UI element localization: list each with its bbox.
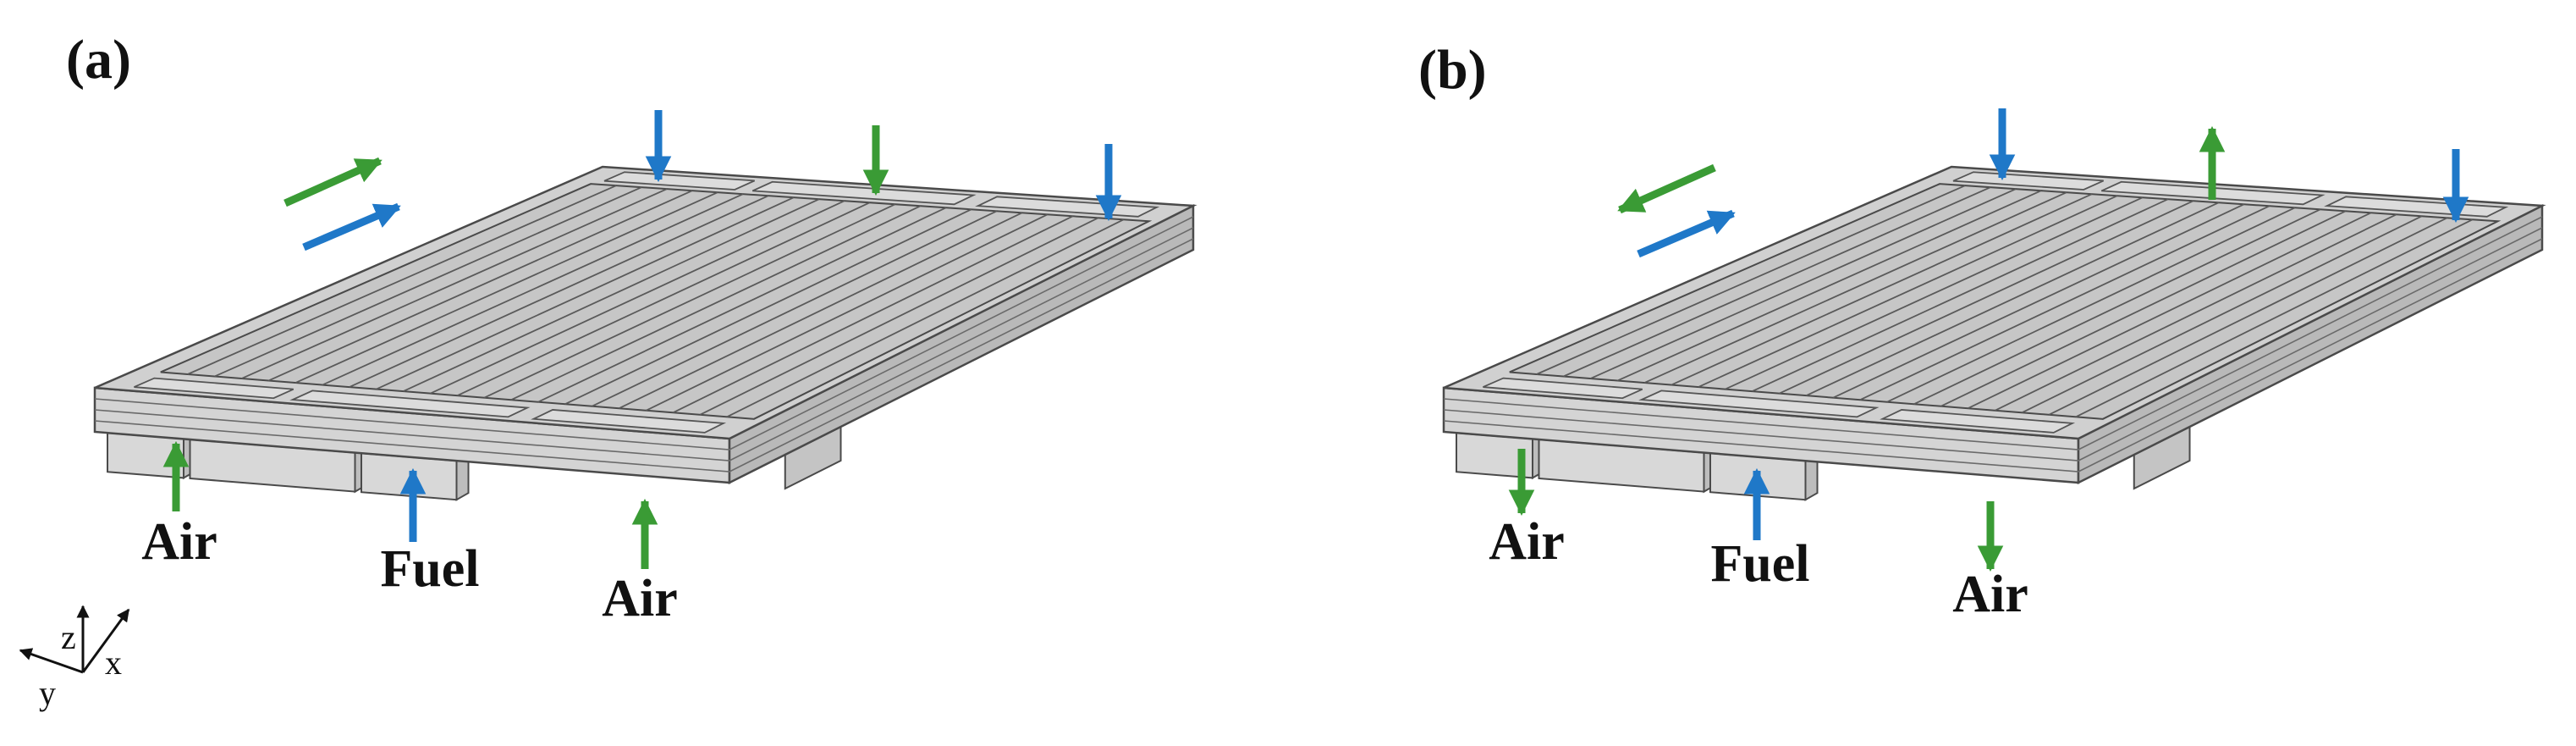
z-axis-label: z [61, 618, 76, 656]
panel-b-channel-rib [1536, 185, 1966, 375]
panel-b-manifold-slot [1483, 377, 1643, 400]
panel-b-channel-rib [1805, 202, 2220, 396]
panel-a-channel-rib [267, 190, 693, 382]
panel-b-channel-rib [1913, 208, 2321, 406]
panel-a-bottom-flow-arrows [162, 440, 658, 569]
panel-b-channel-rib [1752, 198, 2169, 392]
x-axis-label: x [105, 644, 122, 682]
panel-b-legend-fuel-arrow [1637, 209, 1736, 258]
panel-b-channel-rib [1859, 205, 2271, 401]
panel-b-legend-arrows [1617, 163, 1736, 258]
panel-b-manifold-slot [1638, 390, 1880, 418]
panel-b-channel-rib [1590, 188, 2017, 379]
panel-a-channel-rib [456, 202, 871, 396]
panel-b-bottom-flow-arrows [1508, 449, 2004, 572]
panel-b-label: (b) [1418, 39, 1487, 101]
panel-b-channel-rib [1886, 207, 2296, 403]
panel-b-layer-line [1443, 238, 2543, 472]
panel-b-layer-line [1443, 227, 2543, 461]
panel-b-channel-rib [2048, 217, 2448, 416]
panel-a-manifold-slot [531, 409, 727, 434]
panel-a-channel-rib [349, 195, 769, 388]
panel-a-channel-rib [294, 191, 718, 384]
x-axis-arrow [81, 608, 130, 673]
panel-a-channel-rib [376, 196, 795, 390]
panel-b-channel-rib [1995, 213, 2397, 412]
panel-a-manifold-slot [134, 377, 294, 400]
panel-a-layer-line [94, 216, 1194, 450]
panel-b-channel-rib [2021, 215, 2423, 414]
panel-a-manifold-slot [289, 390, 531, 418]
panel-b-layer-line [1443, 216, 2543, 450]
panel-a-port-left-label: Air [141, 513, 217, 571]
panel-a-legend-arrows [283, 157, 401, 251]
panel-a-channel-rib [403, 198, 820, 392]
panel-a-top-flow-arrows [645, 110, 1122, 222]
panel-b-manifold-slot [1880, 409, 2076, 434]
panel-b-channel-rib [1616, 190, 2042, 382]
panel-a-channel-rib [483, 203, 896, 399]
panel-b-channel-rib [1725, 196, 2144, 390]
panel-a-channel-rib [726, 218, 1125, 418]
panel-a-port-middle-label: Fuel [380, 540, 479, 598]
panel-a-channel-rib [241, 188, 668, 379]
panel-a-plate [93, 165, 1197, 501]
panel-b-port-right-label: Air [1952, 566, 2028, 623]
panel-a-channel-rib [430, 200, 845, 395]
panel-b-channel-rib [2075, 218, 2474, 418]
panel-a-channel-rib [564, 208, 972, 406]
panel-b-channel-rib [1671, 193, 2093, 386]
panel-a-legend-fuel-arrow [302, 202, 401, 251]
panel-a-legend-air-arrow [283, 157, 383, 207]
panel-b-channel-rib [1698, 195, 2118, 388]
panel-a: (a) Air Fuel Air [66, 29, 1197, 627]
axis-triad: z x y [19, 605, 130, 712]
panel-b-port-middle-label: Fuel [1710, 535, 1809, 593]
panel-b-plate [1442, 165, 2546, 501]
panel-a-channel-rib [619, 212, 1023, 410]
y-axis-label: y [39, 674, 56, 712]
panel-a-channel-rib [214, 186, 642, 378]
panel-b-channel-rib [1563, 186, 1991, 378]
panel-a-channel-rib [699, 217, 1099, 416]
panel-a-label: (a) [66, 29, 131, 91]
panel-a-layer-line [94, 238, 1194, 472]
panel-a-channel-rib [187, 185, 617, 375]
y-axis-arrow [19, 648, 84, 674]
panel-b: (b) Air Fuel Air [1418, 39, 2546, 623]
panel-a-channel-rib [646, 213, 1049, 412]
panel-a-channel-rib [510, 205, 922, 401]
panel-a-manifold-slot [603, 171, 756, 191]
panel-a-layer-line [94, 227, 1194, 461]
panel-b-port-left-label: Air [1489, 513, 1565, 571]
panel-b-channel-rib [1643, 191, 2067, 384]
panel-b-channel-rib [1968, 212, 2372, 410]
panel-a-port-right-label: Air [602, 570, 678, 627]
panel-b-channel-rib [1940, 210, 2347, 407]
panel-b-legend-air-arrow [1617, 163, 1716, 214]
panel-b-top-flow-arrows [1989, 108, 2469, 224]
panel-a-channel-rib [322, 193, 744, 386]
panel-b-channel-rib [1779, 200, 2194, 395]
panel-a-channel-rib [672, 215, 1074, 414]
panel-a-channel-rib [592, 210, 998, 407]
panel-a-channel-rib [537, 207, 947, 403]
panel-b-channel-rib [1832, 203, 2245, 399]
